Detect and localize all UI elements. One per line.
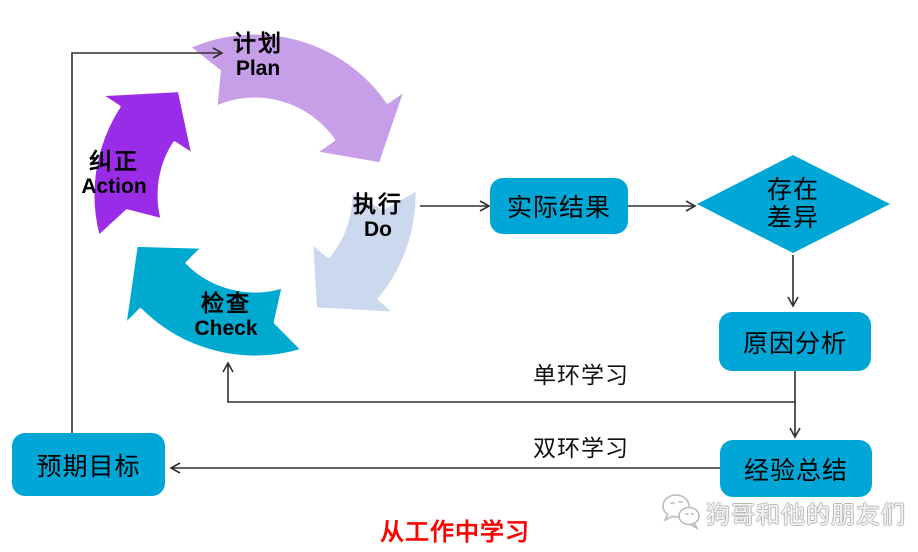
check-label-en: Check: [194, 316, 258, 340]
connector-do-to-actual-result: [420, 200, 491, 212]
gap-line2: 差异: [766, 204, 819, 232]
double-loop-label: 双环学习: [533, 435, 629, 461]
action-arrow-segment: [91, 89, 195, 239]
action-label-en: Action: [81, 174, 147, 198]
expected-goal-node: 预期目标: [12, 433, 165, 496]
plan-arrow-segment: [187, 31, 408, 166]
action-label: 纠正 Action: [44, 148, 184, 198]
action-label-zh: 纠正: [89, 148, 139, 174]
expected-goal-label: 预期目标: [36, 452, 141, 481]
experience-summary-node: 经验总结: [720, 440, 872, 497]
do-label: 执行 Do: [338, 191, 418, 241]
connector-single-loop-to-check: [222, 361, 795, 403]
page-title: 从工作中学习: [380, 519, 530, 546]
do-label-zh: 执行: [353, 191, 403, 217]
connectors: [71, 47, 801, 474]
experience-summary-label: 经验总结: [743, 456, 848, 485]
gap-line1: 存在: [766, 176, 819, 204]
connector-actual-result-to-gap: [628, 200, 697, 212]
do-label-en: Do: [364, 217, 392, 241]
connector-goal-to-plan: [71, 47, 224, 433]
single-loop-label: 单环学习: [533, 362, 629, 388]
actual-result-node: 实际结果: [490, 178, 628, 234]
watermark: 狗哥和他的朋友们: [658, 489, 906, 535]
plan-label-zh: 计划: [233, 30, 283, 56]
do-arrow-segment: [310, 187, 419, 315]
cause-analysis-label: 原因分析: [742, 329, 847, 358]
gap-decision-text: 存在 差异: [743, 176, 843, 232]
plan-label: 计划 Plan: [198, 30, 318, 80]
actual-result-label: 实际结果: [506, 194, 611, 222]
pdca-ring: [91, 31, 419, 359]
connector-cause-to-summary: [789, 371, 801, 439]
gap-decision-diamond: [697, 155, 890, 253]
check-label-zh: 检查: [201, 290, 251, 316]
connector-gap-to-cause-analysis: [787, 255, 799, 308]
chat-bubbles-icon: [662, 494, 700, 531]
watermark-text: 狗哥和他的朋友们: [706, 501, 906, 529]
check-label: 检查 Check: [156, 290, 296, 340]
plan-label-en: Plan: [235, 56, 281, 80]
check-arrow-segment: [123, 243, 304, 359]
cause-analysis-node: 原因分析: [719, 312, 871, 371]
connector-summary-to-goal: [169, 462, 720, 474]
